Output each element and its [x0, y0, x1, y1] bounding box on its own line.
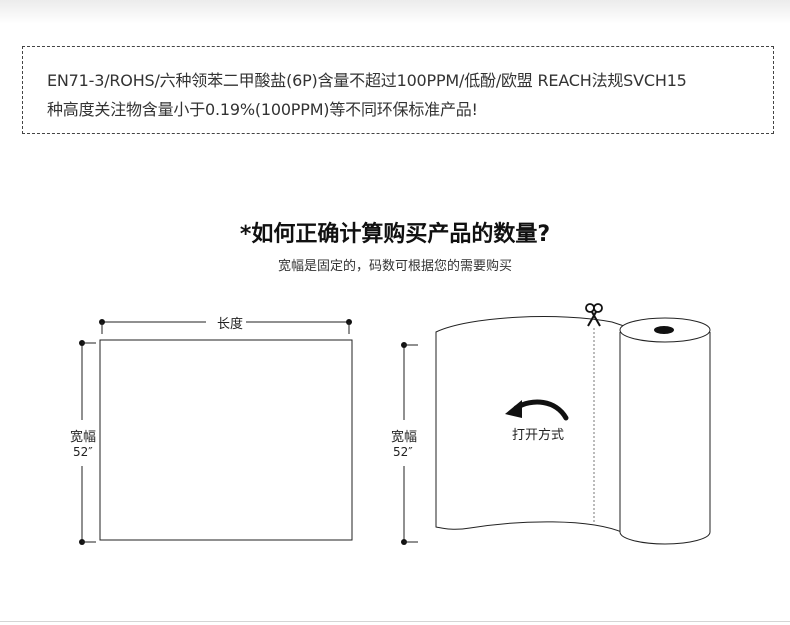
top-shade: [0, 0, 790, 24]
roll-diagram: [401, 303, 711, 545]
bottom-divider: [0, 621, 790, 622]
roll-width-label: 宽幅: [391, 430, 418, 445]
curved-arrow-icon: [505, 399, 569, 421]
sheet-width-value: 52″: [73, 445, 93, 459]
roll-width-value: 52″: [393, 445, 413, 459]
notice-line-2: 种高度关注物含量小于0.19%(100PPM)等不同环保标准产品!: [47, 100, 478, 119]
section-title: *如何正确计算购买产品的数量?: [239, 222, 551, 247]
roll-core-hole: [654, 326, 674, 334]
unrolled-sheet: [435, 316, 625, 534]
sheet-diagram: [79, 319, 353, 545]
open-method-label: 打开方式: [512, 428, 565, 443]
sheet-rectangle: [99, 339, 353, 541]
compliance-notice-box: EN71-3/ROHS/六种领苯二甲酸盐(6P)含量不超过100PPM/低酚/欧…: [22, 46, 774, 134]
roll-cylinder-body: [619, 332, 711, 545]
section-subtitle: 宽幅是固定的，码数可根据您的需要购买: [277, 259, 512, 274]
length-label: 长度: [214, 313, 247, 332]
scissors-icon: [585, 303, 603, 327]
notice-line-1: EN71-3/ROHS/六种领苯二甲酸盐(6P)含量不超过100PPM/低酚/欧…: [47, 71, 687, 90]
sheet-width-label: 宽幅: [70, 430, 97, 445]
